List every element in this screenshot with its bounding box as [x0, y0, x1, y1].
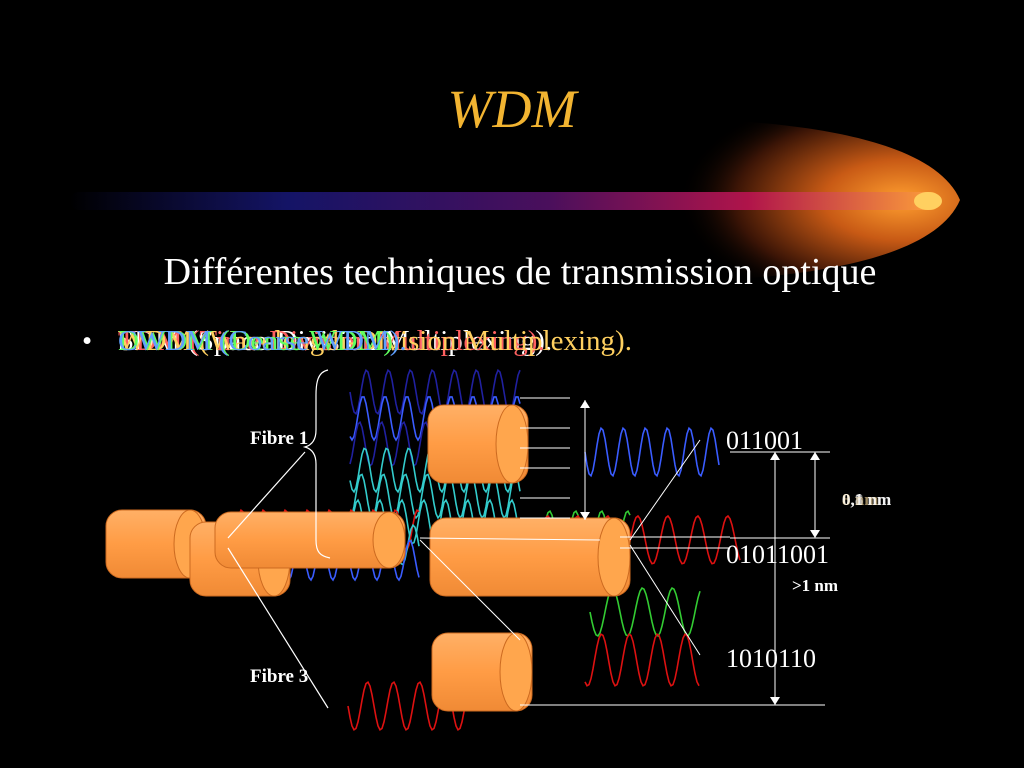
wave-signal: [584, 426, 720, 478]
bits-label-2: 01011001: [726, 540, 830, 569]
pointer-line: [419, 537, 601, 541]
fiber-group: [105, 404, 631, 712]
pointer-fibre-1: [227, 451, 306, 539]
spacing-label: 0,8 nm: [842, 490, 892, 509]
bullet-text: SDM (Space-Division Multiplexing).: [118, 325, 553, 357]
wave-signal: [584, 633, 700, 687]
fibre-1-label: Fibre 1: [250, 428, 309, 449]
spacing-label-large: >1 nm: [792, 576, 839, 595]
wave-signal: [349, 368, 521, 416]
spacing-label: 8 nm: [842, 490, 879, 509]
arrow-head: [770, 697, 780, 705]
pointer-line: [629, 439, 701, 541]
pointer-line: [629, 544, 701, 656]
fiber-end: [372, 511, 406, 569]
bits-label-3: 1010110: [726, 644, 817, 673]
beam-tip: [914, 192, 942, 210]
bullet-marker: •: [82, 325, 93, 357]
arrow-head: [580, 400, 590, 408]
arrow-head: [810, 530, 820, 538]
fiber-end: [495, 404, 529, 484]
beam-line: [70, 192, 940, 210]
fibre-3-label: Fibre 3: [250, 666, 309, 687]
annotation-lines: [227, 369, 830, 709]
brace-fibre-1: [302, 369, 331, 559]
arrow-head: [770, 452, 780, 460]
slide-title: WDM: [447, 79, 577, 139]
slide-subtitle: Différentes techniques de transmission o…: [163, 251, 877, 293]
arrow-head: [580, 512, 590, 520]
arrow-head: [810, 452, 820, 460]
bits-label-1: 011001: [726, 426, 804, 455]
pointer-line: [419, 539, 521, 641]
fiber-end: [499, 632, 533, 712]
pointer-fibre-3: [227, 547, 329, 709]
spacing-label: 0,1 nm: [842, 490, 892, 509]
fiber-end: [597, 517, 631, 597]
wave-signal: [589, 587, 701, 637]
